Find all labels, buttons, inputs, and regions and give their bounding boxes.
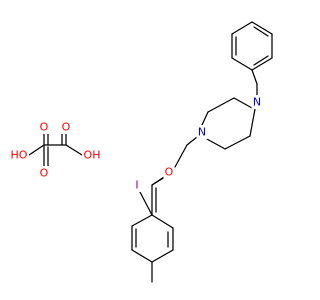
atom-oxalic-o-top-right: O <box>60 120 72 134</box>
bonds-layer <box>28 21 273 283</box>
atom-label-o-ether: O <box>165 166 174 179</box>
bond-n-ch2 <box>186 136 198 146</box>
atom-label-oxalic-ho-left: HO <box>11 149 28 162</box>
bond-piperazine-5 <box>224 135 251 150</box>
bond-aryl-2 <box>151 214 174 229</box>
bond-piperazine-3 <box>201 111 209 126</box>
bond-benzyl-ch2 <box>251 69 258 85</box>
bond-oxalic-c-oh-right <box>65 144 83 156</box>
bond-phenyl-inner-2 <box>253 55 269 66</box>
bond-piperazine-4 <box>206 138 226 150</box>
bond-aryl-i <box>139 191 153 216</box>
atom-oxalic-o-top-left: O <box>38 120 50 134</box>
atom-label-oxalic-o-bottom: O <box>40 167 49 180</box>
bond-piperazine-1 <box>233 97 253 109</box>
atom-label-iodine: I <box>135 179 138 192</box>
bond-phenyl-6 <box>231 21 253 35</box>
bond-phenyl-5 <box>251 21 273 35</box>
atom-oxalic-o-bottom: O <box>38 166 50 180</box>
bond-piperazine-2 <box>207 97 235 113</box>
bond-oxalic-c-oh-left <box>28 144 45 156</box>
bond-phenyl-inner-3 <box>253 26 269 37</box>
atom-labels: N N O I O O HO OH <box>9 95 263 192</box>
atom-n-ethyl: N <box>196 125 208 139</box>
atom-label-oxalic-o-top-right: O <box>62 121 71 134</box>
atom-oxalic-ho-left: HO <box>9 148 29 162</box>
bond-aryl-7 <box>131 214 153 227</box>
bond-phenyl-2 <box>231 57 253 71</box>
atom-oxalic-oh-right: OH <box>82 148 102 162</box>
bond-aryl-5 <box>131 249 153 263</box>
atom-iodine: I <box>133 178 141 192</box>
atom-n-benzyl: N <box>251 95 263 109</box>
molecule-structure-diagram: N N O I O O HO OH <box>9 21 273 283</box>
atom-label-n-ethyl: N <box>198 126 206 139</box>
atom-label-n-benzyl: N <box>253 96 261 109</box>
atom-label-oxalic-oh-right: OH <box>84 149 101 162</box>
bond-aryl-4 <box>151 249 174 263</box>
bond-piperazine-6 <box>249 108 256 137</box>
atom-o-ether: O <box>163 165 175 179</box>
atom-label-oxalic-o-top-left: O <box>40 121 49 134</box>
bond-ch2-ch2 <box>174 144 188 168</box>
bond-phenyl-3 <box>251 57 273 71</box>
